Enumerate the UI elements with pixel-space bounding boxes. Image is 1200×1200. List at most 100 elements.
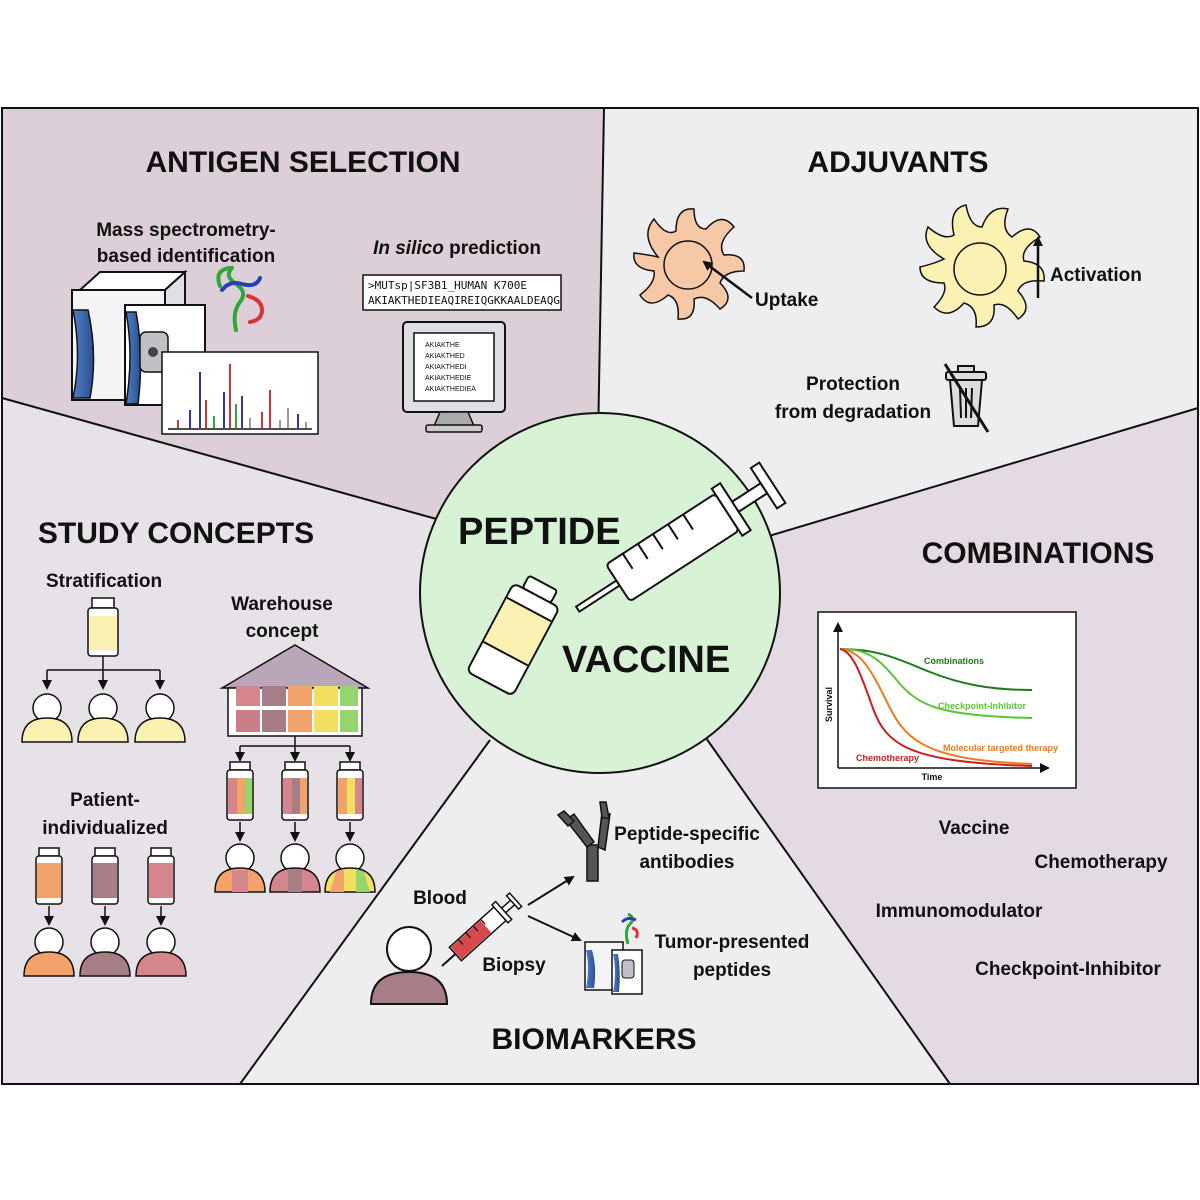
panel-antigen-selection: ANTIGEN SELECTION Mass spectrometry- bas… [71,146,562,435]
panel-study-concepts: STUDY CONCEPTS Stratification Warehouse … [21,517,376,977]
patient-individualized-line2: individualized [42,818,168,839]
mixed-vial-icon [336,761,364,821]
monitor-peptide-3: AKIAKTHEDI [425,364,467,371]
individual-patients [23,927,187,977]
patient-icon [21,693,73,743]
individual-vial-icon [147,847,175,905]
warehouse-icon [219,644,371,737]
antibody-icon [556,801,611,882]
insilico-rest: prediction [444,238,541,259]
protection-label-line1: Protection [806,374,900,395]
survival-curves: CombinationsCheckpoint-InhibitorMolecula… [839,648,1058,767]
small-mass-spectrometer-icon [584,912,643,995]
warehouse-arrows [235,822,355,842]
series-label-chemotherapy: Chemotherapy [856,753,919,763]
monitor-peptide-2: AKIAKTHED [425,353,465,360]
warehouse-patients [214,843,376,893]
sequence-header: >MUTsp|SF3B1_HUMAN K700E [368,279,527,292]
patient-icon [214,843,266,893]
series-label-molecular-targeted-therapy: Molecular targeted therapy [943,743,1058,753]
insilico-label: In silico prediction [373,238,541,259]
individual-arrows [44,906,166,926]
blood-label: Blood [413,888,467,909]
stratification-tree [42,656,165,690]
warehouse-label-line2: concept [246,621,320,642]
dendritic-cell-activation-icon [919,204,1045,328]
survival-curve-combinations [839,648,1033,691]
patient-icon [269,843,321,893]
study-concepts-title: STUDY CONCEPTS [38,517,314,550]
warehouse-tree [235,736,355,762]
chart-ylabel: Survival [824,687,834,722]
vaccine-vial-icon [467,575,559,695]
mixed-vial-icon [226,761,254,821]
antigen-selection-title: ANTIGEN SELECTION [145,146,460,179]
uptake-label: Uptake [755,290,818,311]
panel-adjuvants: ADJUVANTS Uptake Activation Protection f… [633,146,1142,433]
monitor-peptide-1: AKIAKTHE [425,342,460,349]
panel-dividers [1,107,1199,1085]
insilico-italic: In silico [373,238,444,259]
mixed-vial-icon [281,761,309,821]
tumor-peptide-arrow [527,915,582,942]
individual-vial-icon [35,847,63,905]
panel-backgrounds [2,108,1198,1084]
antibodies-label-line2: antibodies [639,852,734,873]
center-word-peptide: PEPTIDE [458,511,621,553]
panel-biomarkers: BIOMARKERS Blood Biopsy [369,801,810,1056]
patient-icon [79,927,131,977]
stratification-patients [21,693,186,743]
activation-label: Activation [1050,265,1142,286]
patient-individualized-line1: Patient- [70,790,140,811]
stratification-label: Stratification [46,571,162,592]
sequence-full: AKIAKTHEDIEAQIREIQGKKAALDEAQG [368,294,560,307]
trash-can-icon [943,363,990,433]
strike-through-line [943,363,990,433]
combinations-title: COMBINATIONS [922,537,1155,570]
survival-chart: Survival Time CombinationsCheckpoint-Inh… [817,611,1077,789]
stratification-vial-icon [87,597,119,657]
patient-icon [77,693,129,743]
panel-study-concepts-bg [2,398,490,1084]
biopsy-label: Biopsy [482,955,546,976]
series-label-combinations: Combinations [924,656,984,666]
center-peptide-vaccine: PEPTIDE VACCINE [419,412,787,774]
patient-icon [324,843,376,893]
syringe-icon [574,461,787,614]
panel-adjuvants-bg [598,108,1198,538]
patient-icon [135,927,187,977]
survival-curve-checkpoint-inhibitor [839,648,1033,719]
protection-label-line2: from degradation [775,402,931,423]
individual-vial-icon [91,847,119,905]
ms-label-line1: Mass spectrometry- [96,220,276,241]
chart-xlabel: Time [922,772,943,782]
series-label-checkpoint-inhibitor: Checkpoint-Inhibitor [938,701,1026,711]
sequence-box: >MUTsp|SF3B1_HUMAN K700E AKIAKTHEDIEAQIR… [362,274,562,311]
tumor-peptides-label-line2: peptides [693,960,771,981]
combination-item-immunomodulator: Immunomodulator [876,901,1043,922]
uptake-arrow [702,260,753,299]
patient-icon [23,927,75,977]
individual-vials [35,847,175,905]
mass-spectrum-plot [161,351,319,435]
survival-curve-chemotherapy [839,648,1033,767]
antibody-arrow [527,875,575,906]
biomarkers-title: BIOMARKERS [491,1023,696,1056]
panel-combinations: COMBINATIONS Survival Time CombinationsC… [817,537,1168,980]
combination-item-checkpoint-inhibitor: Checkpoint-Inhibitor [975,959,1161,980]
ms-label-line2: based identification [97,246,275,267]
blood-syringe-icon [441,892,523,967]
monitor-peptide-4: AKIAKTHEDIE [425,375,472,382]
warehouse-vials [226,761,364,821]
warehouse-label-line1: Warehouse [231,594,333,615]
patient-icon [369,926,449,1005]
dendritic-cell-uptake-icon [633,208,745,320]
patient-icon [134,693,186,743]
antibodies-label-line1: Peptide-specific [614,824,760,845]
monitor-peptide-5: AKIAKTHEDIEA [425,386,476,393]
tumor-peptides-label-line1: Tumor-presented [655,932,810,953]
computer-monitor-icon: AKIAKTHE AKIAKTHED AKIAKTHEDI AKIAKTHEDI… [402,321,506,433]
adjuvants-title: ADJUVANTS [807,146,988,179]
peptide-structure-icon [216,266,265,332]
